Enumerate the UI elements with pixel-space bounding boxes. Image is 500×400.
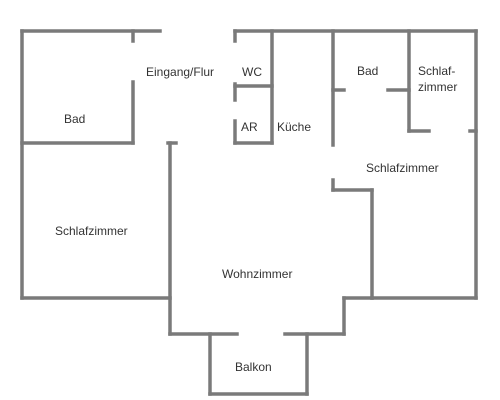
- room-label-bad-right: Bad: [357, 64, 378, 78]
- room-label-wc: WC: [242, 65, 262, 79]
- room-label-schlafzimmer-right: Schlafzimmer: [366, 161, 439, 175]
- room-label-wohnzimmer: Wohnzimmer: [222, 267, 292, 281]
- room-label-ar: AR: [241, 120, 258, 134]
- room-labels: Bad Eingang/Flur WC AR Küche Bad Schlaf-…: [55, 64, 457, 374]
- room-label-schlaf-small-2: zimmer: [418, 80, 457, 94]
- walls: [20, 29, 478, 396]
- room-label-balkon: Balkon: [235, 360, 272, 374]
- room-label-schlaf-small-1: Schlaf-: [418, 64, 455, 78]
- room-label-kueche: Küche: [277, 120, 311, 134]
- room-label-eingang: Eingang/Flur: [146, 65, 214, 79]
- room-label-schlafzimmer-left: Schlafzimmer: [55, 224, 128, 238]
- room-label-bad-left: Bad: [64, 112, 85, 126]
